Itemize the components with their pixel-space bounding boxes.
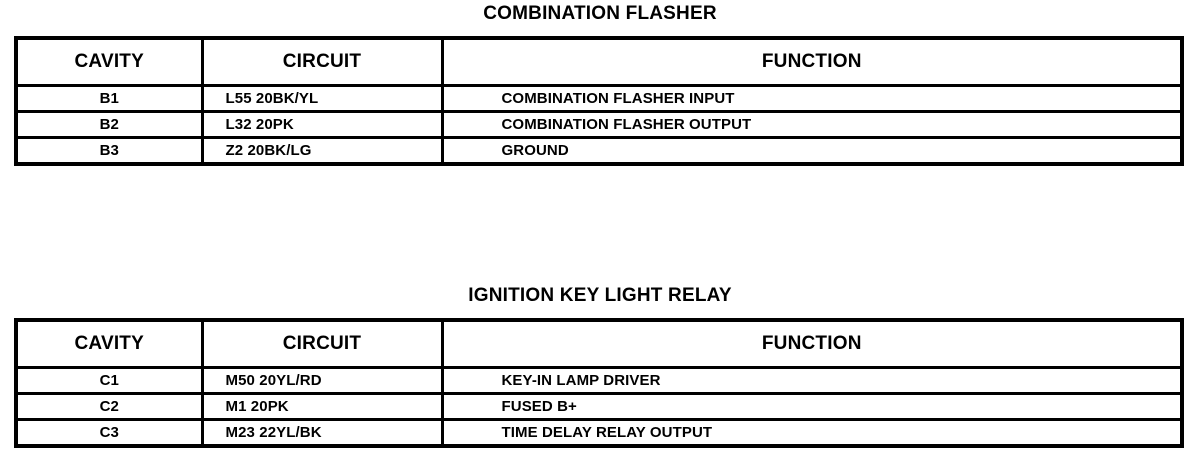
column-header-circuit: CIRCUIT — [200, 318, 444, 369]
section-ignition-key-light-relay: IGNITION KEY LIGHT RELAY CAVITY CIRCUIT … — [0, 282, 1200, 448]
column-header-function: FUNCTION — [440, 36, 1184, 87]
table-wrap-ignition-key-light-relay: CAVITY CIRCUIT FUNCTION C1 M50 20YL/RD K… — [0, 318, 1200, 448]
table-header-row: CAVITY CIRCUIT FUNCTION — [14, 318, 1184, 369]
pinout-table-ignition-key-light-relay: CAVITY CIRCUIT FUNCTION C1 M50 20YL/RD K… — [14, 318, 1184, 448]
cell-function: COMBINATION FLASHER OUTPUT — [440, 110, 1184, 139]
cell-circuit: M1 20PK — [200, 392, 444, 421]
column-header-cavity: CAVITY — [14, 36, 204, 87]
cell-function: GROUND — [440, 136, 1184, 166]
cell-cavity: B3 — [14, 136, 204, 166]
cell-cavity: C2 — [14, 392, 204, 421]
table-row: B2 L32 20PK COMBINATION FLASHER OUTPUT — [14, 110, 1184, 139]
cell-circuit: Z2 20BK/LG — [200, 136, 444, 166]
table-row: B3 Z2 20BK/LG GROUND — [14, 136, 1184, 166]
table-row: C1 M50 20YL/RD KEY-IN LAMP DRIVER — [14, 366, 1184, 395]
cell-cavity: C3 — [14, 418, 204, 448]
table-header-row: CAVITY CIRCUIT FUNCTION — [14, 36, 1184, 87]
column-header-function: FUNCTION — [440, 318, 1184, 369]
table-row: B1 L55 20BK/YL COMBINATION FLASHER INPUT — [14, 84, 1184, 113]
section-title-combination-flasher: COMBINATION FLASHER — [483, 3, 717, 24]
section-title-ignition-key-light-relay: IGNITION KEY LIGHT RELAY — [468, 285, 732, 306]
cell-function: KEY-IN LAMP DRIVER — [440, 366, 1184, 395]
cell-circuit: L32 20PK — [200, 110, 444, 139]
cell-circuit: M50 20YL/RD — [200, 366, 444, 395]
cell-cavity: B1 — [14, 84, 204, 113]
pinout-table-combination-flasher: CAVITY CIRCUIT FUNCTION B1 L55 20BK/YL C… — [14, 36, 1184, 166]
cell-function: FUSED B+ — [440, 392, 1184, 421]
cell-cavity: C1 — [14, 366, 204, 395]
table-row: C2 M1 20PK FUSED B+ — [14, 392, 1184, 421]
cell-circuit: M23 22YL/BK — [200, 418, 444, 448]
table-row: C3 M23 22YL/BK TIME DELAY RELAY OUTPUT — [14, 418, 1184, 448]
table-wrap-combination-flasher: CAVITY CIRCUIT FUNCTION B1 L55 20BK/YL C… — [0, 36, 1200, 166]
cell-function: TIME DELAY RELAY OUTPUT — [440, 418, 1184, 448]
cell-circuit: L55 20BK/YL — [200, 84, 444, 113]
cell-cavity: B2 — [14, 110, 204, 139]
section-combination-flasher: COMBINATION FLASHER CAVITY CIRCUIT FUNCT… — [0, 0, 1200, 166]
cell-function: COMBINATION FLASHER INPUT — [440, 84, 1184, 113]
column-header-cavity: CAVITY — [14, 318, 204, 369]
column-header-circuit: CIRCUIT — [200, 36, 444, 87]
